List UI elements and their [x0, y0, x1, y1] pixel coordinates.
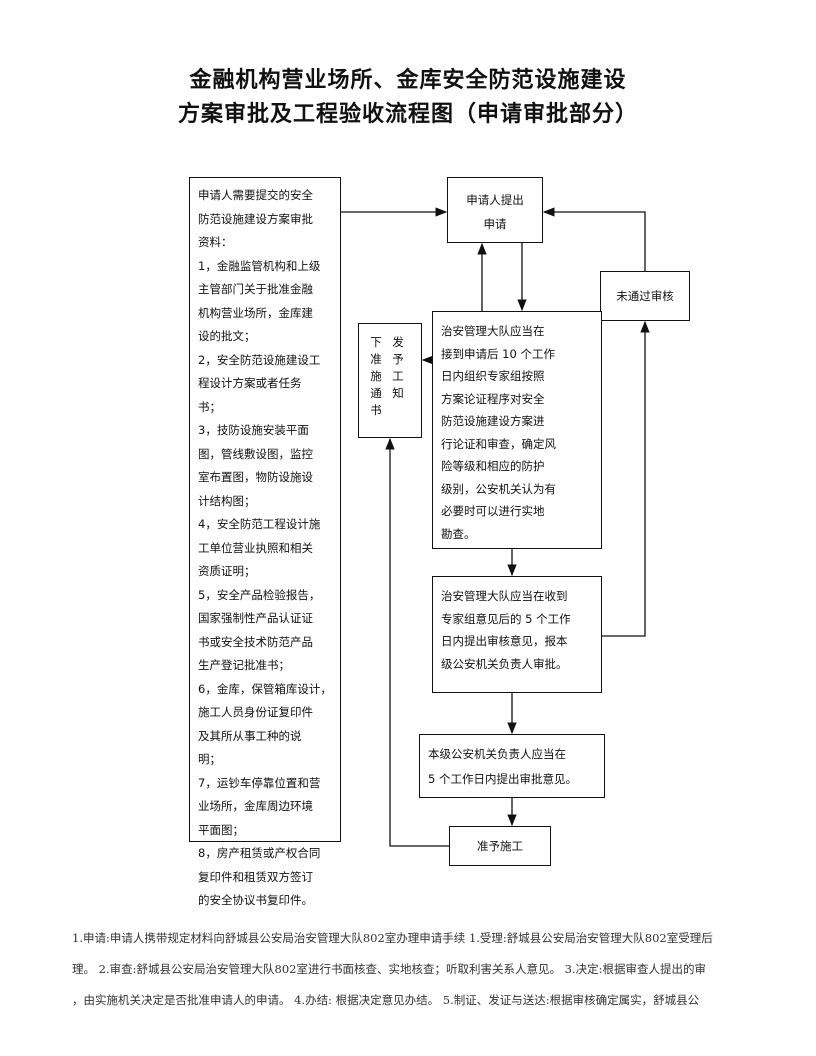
grant-box: 准予施工 [449, 826, 551, 866]
materials-line: 主管部门关于批准金融 [198, 282, 313, 296]
review-box: 治安管理大队应当在 接到申请后 10 个工作 日内组织专家组按照 方案论证程序对… [432, 311, 602, 549]
review-line: 级别，公安机关认为有 [441, 481, 556, 496]
notice-char: 发 [392, 335, 404, 349]
notes-line: 1.申请:申请人携带规定材料向舒城县公安局治安管理大队802室办理申请手续 1.… [72, 931, 713, 945]
materials-line: 防范设施建设方案审批 [198, 211, 313, 226]
notice-char: 下 [370, 335, 382, 349]
notes-line: ，由实施机关决定是否批准申请人的申请。 4.办结: 根据决定意见办结。 5.制证… [72, 993, 700, 1007]
materials-line: 计结构图； [198, 493, 256, 508]
notice-char: 工 [392, 369, 404, 383]
review-line: 接到申请后 10 个工作 [441, 346, 555, 361]
arrow-opinion-to-reject [602, 320, 650, 637]
materials-line: 机构营业场所，金库建 [198, 305, 313, 320]
page-title-line1: 金融机构营业场所、金库安全防范设施建设 [189, 68, 627, 93]
arrow-grant-to-notice [385, 437, 449, 847]
review-opinion-box: 治安管理大队应当在收到 专家组意见后的 5 个工作 日内提出审核意见，报本 级公… [432, 576, 602, 693]
notice-char: 予 [392, 352, 404, 366]
materials-line: 设的批文； [198, 329, 256, 343]
review-line: 治安管理大队应当在 [441, 324, 545, 338]
materials-line: 书； [198, 399, 221, 414]
review-line: 勘查。 [441, 526, 476, 541]
opinion-line: 日内提出审核意见，报本 [441, 634, 568, 648]
materials-line: 业场所，金库周边环境 [198, 799, 313, 813]
materials-line: 的安全协议书复印件。 [198, 893, 313, 907]
review-line: 防范设施建设方案进 [441, 414, 545, 428]
materials-line: 8，房产租赁或产权合同 [198, 846, 321, 860]
materials-line: 国家强制性产品认证证 [198, 611, 313, 625]
decision-line: 本级公安机关负责人应当在 [428, 747, 566, 761]
apply-box: 申请人提出 申请 [447, 177, 543, 243]
materials-line: 明； [198, 752, 221, 766]
materials-box: 申请人需要提交的安全 防范设施建设方案审批 资料： 1，金融监管机构和上级 主管… [189, 177, 341, 907]
notice-char: 准 [370, 352, 382, 366]
materials-line: 书或安全技术防范产品 [198, 634, 313, 649]
materials-line: 4，安全防范工程设计施 [198, 517, 321, 531]
review-line: 险等级和相应的防护 [441, 459, 545, 473]
review-line: 行论证和审查，确定风 [441, 436, 556, 451]
decision-line: 5 个工作日内提出审批意见。 [428, 772, 577, 786]
materials-line: 及其所从事工种的说 [198, 728, 302, 743]
materials-line: 申请人需要提交的安全 [198, 188, 313, 202]
apply-line: 申请 [483, 217, 507, 231]
materials-line: 6，金库，保管箱库设计， [198, 681, 332, 696]
opinion-line: 治安管理大队应当在收到 [441, 589, 568, 603]
materials-line: 室布置图，物防设施设 [198, 470, 313, 484]
construction-notice-box: 下 准 施 通 书 发 予 工 知 [358, 323, 422, 438]
materials-line: 施工人员身份证复印件 [198, 705, 313, 719]
notes-line: 理。 2.审查:舒城县公安局治安管理大队802室进行书面核查、实地核查；听取利害… [72, 962, 706, 976]
materials-line: 3，技防设施安装平面 [198, 423, 309, 437]
notice-char: 知 [392, 386, 404, 400]
procedure-notes: 1.申请:申请人携带规定材料向舒城县公安局治安管理大队802室办理申请手续 1.… [72, 923, 748, 1016]
page-title-line2: 方案审批及工程验收流程图（申请审批部分） [177, 102, 638, 127]
notice-column-2: 发 予 工 知 [391, 334, 405, 402]
materials-line: 平面图； [198, 822, 244, 837]
opinion-line: 级公安机关负责人审批。 [441, 656, 568, 671]
materials-line: 7，运钞车停靠位置和营 [198, 775, 321, 790]
materials-line: 资料： [198, 235, 233, 249]
materials-line: 工单位营业执照和相关 [198, 540, 313, 555]
materials-line: 复印件和租赁双方签订 [198, 869, 313, 884]
review-line: 日内组织专家组按照 [441, 369, 545, 383]
notice-column-1: 下 准 施 通 书 [369, 334, 383, 419]
notice-char: 通 [370, 386, 382, 400]
materials-line: 图，管线敷设图，监控 [198, 446, 313, 461]
apply-line: 申请人提出 [466, 193, 524, 207]
arrow-reject-to-apply [542, 207, 646, 271]
review-line: 方案论证程序对安全 [441, 391, 545, 406]
notice-char: 书 [370, 403, 382, 417]
materials-line: 1，金融监管机构和上级 [198, 258, 321, 273]
notice-char: 施 [370, 369, 382, 383]
materials-line: 生产登记批准书； [198, 658, 290, 672]
materials-line: 5，安全产品检验报告， [198, 587, 321, 602]
opinion-line: 专家组意见后的 5 个工作 [441, 611, 571, 626]
materials-line: 2，安全防范设施建设工 [198, 352, 321, 367]
materials-line: 程设计方案或者任务 [198, 376, 302, 390]
materials-line: 资质证明； [198, 564, 256, 578]
review-line: 必要时可以进行实地 [441, 504, 545, 518]
decision-box: 本级公安机关负责人应当在 5 个工作日内提出审批意见。 [419, 734, 605, 798]
reject-box: 未通过审核 [600, 271, 690, 321]
